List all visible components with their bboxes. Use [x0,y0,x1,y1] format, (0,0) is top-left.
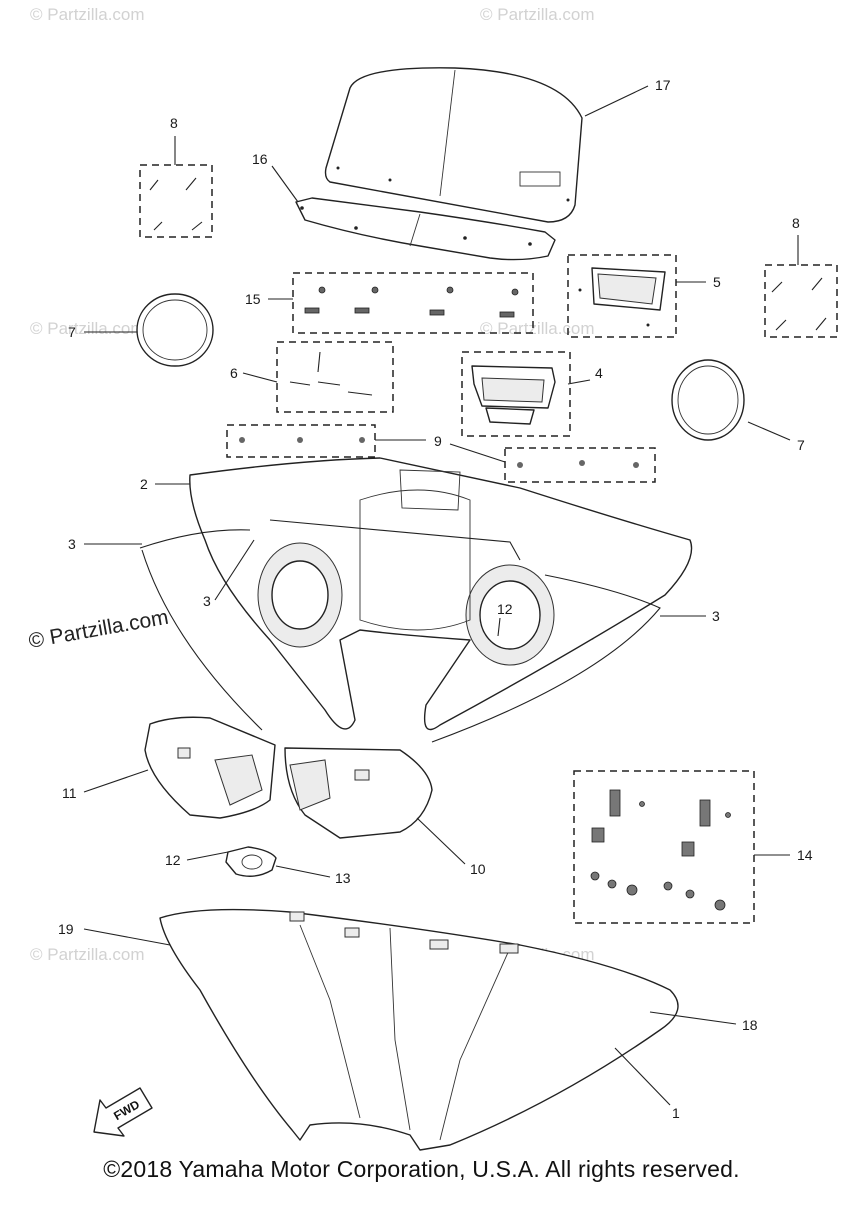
part-speaker-ring-left [136,293,214,367]
callout-1: 1 [672,1105,680,1121]
part-outer-fairing [159,908,679,1151]
callout-2: 2 [140,476,148,492]
part-inner-fairing [189,457,693,731]
part-mount-bracket [225,846,277,877]
part-left-duct [144,716,276,819]
part-trim-molding [139,519,661,743]
callout-12-upper: 12 [497,601,513,617]
callout-labels: 17 16 8 8 15 5 7 7 6 4 9 2 3 3 3 12 11 1… [58,77,813,1121]
callout-7-right: 7 [797,437,805,453]
callout-12-lower: 12 [165,852,181,868]
part-nut-set-left [226,424,376,458]
part-bolt-set-left [139,164,213,238]
callout-7-left: 7 [68,324,76,340]
callout-18: 18 [742,1017,758,1033]
callout-16: 16 [252,151,268,167]
callout-3-left: 3 [68,536,76,552]
watermark-main: © Partzilla.com [27,606,170,653]
callout-4: 4 [595,365,603,381]
callout-19: 19 [58,921,74,937]
watermark-center-mid: © Partzilla.com [480,319,595,338]
callout-10: 10 [470,861,486,877]
watermark-top-right: © Partzilla.com [480,5,595,24]
callout-9: 9 [434,433,442,449]
callout-15: 15 [245,291,261,307]
watermark-left-mid: © Partzilla.com [30,319,145,338]
part-windshield [324,67,583,223]
watermark-bottom-left: © Partzilla.com [30,945,145,964]
callout-5: 5 [713,274,721,290]
part-bracket-set [276,341,394,413]
part-nut-set-right [504,447,656,483]
part-bolt-set-right [764,264,838,338]
callout-11: 11 [62,785,77,801]
part-right-duct [284,747,433,839]
part-display-panel [567,254,677,338]
callout-17: 17 [655,77,671,93]
part-meter-housing [461,351,571,437]
callout-8-left: 8 [170,115,178,131]
callout-14: 14 [797,847,813,863]
copyright-notice: ©2018 Yamaha Motor Corporation, U.S.A. A… [103,1156,740,1182]
callout-8-right: 8 [792,215,800,231]
leader-lines [83,85,799,1106]
part-windshield-trim [295,197,556,261]
callout-6: 6 [230,365,238,381]
fwd-arrow-icon: FWD [93,1087,153,1137]
callout-3-center: 3 [203,593,211,609]
watermark-top-left: © Partzilla.com [30,5,145,24]
part-hardware-set [573,770,755,924]
callout-3-right: 3 [712,608,720,624]
part-speaker-ring-right [671,359,745,441]
part-screw-set [292,272,534,334]
callout-13: 13 [335,870,351,886]
